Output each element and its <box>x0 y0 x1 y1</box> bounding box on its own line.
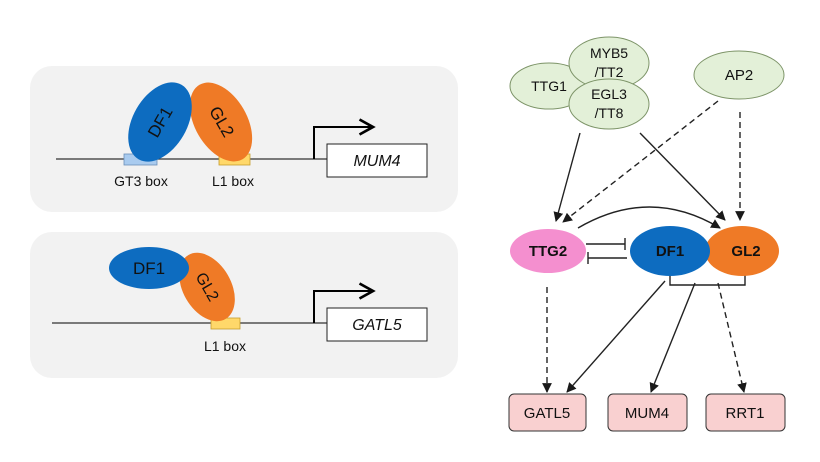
target-gatl5-label: GATL5 <box>524 405 570 422</box>
node-ttg2-label: TTG2 <box>529 243 567 260</box>
bottom-df1-label: DF1 <box>133 259 165 278</box>
top-df1-protein: DF1 <box>128 82 192 162</box>
top-tss-arrow <box>313 118 376 159</box>
edge-df1gl2-mum4 <box>649 282 696 393</box>
node-egl3-line1: EGL3 <box>591 86 627 102</box>
edge-ttg1-ttg2 <box>553 132 581 222</box>
node-df1: DF1 <box>630 226 710 276</box>
node-myb5-line1: MYB5 <box>590 45 628 61</box>
top-panel: GT3 box L1 box GL2 DF1 MUM4 <box>30 66 458 212</box>
node-df1-label: DF1 <box>656 243 684 260</box>
edge-ttg2-gl2-curve <box>577 206 721 229</box>
node-myb5-tt2: MYB5 /TT2 <box>568 36 650 90</box>
node-ttg1-label: TTG1 <box>531 78 567 94</box>
regulatory-network: TTG1 MYB5 /TT2 EGL3 /TT8 AP2 TTG2 GL2 DF… <box>508 36 786 432</box>
top-gl2-protein: GL2 <box>189 82 253 162</box>
gatl5-gene-label: GATL5 <box>352 317 402 334</box>
gatl5-gene-box <box>326 307 428 342</box>
target-mum4-label: MUM4 <box>625 405 669 422</box>
gt3-box-label: GT3 box <box>114 173 168 189</box>
node-gl2-label: GL2 <box>731 243 760 260</box>
bottom-l1-box-label: L1 box <box>204 338 246 354</box>
mum4-gene-label: MUM4 <box>353 153 400 170</box>
target-rrt1-label: RRT1 <box>726 405 765 422</box>
edge-complex-gl2 <box>639 132 726 221</box>
edge-df1gl2-gatl5 <box>566 280 666 393</box>
edge-gl2-self-repression <box>669 273 746 286</box>
node-ttg2: TTG2 <box>510 229 586 273</box>
mum4-gene-box <box>326 143 428 178</box>
node-egl3-tt8: EGL3 /TT8 <box>568 78 650 130</box>
edge-df1gl2-rrt1 <box>717 282 747 393</box>
node-myb5-line2: /TT2 <box>595 64 624 80</box>
target-gatl5: GATL5 <box>508 393 587 432</box>
edge-ap2-ttg2 <box>562 100 719 223</box>
bottom-panel: L1 box GL2 DF1 GATL5 <box>30 232 458 378</box>
bottom-tss-arrow <box>313 282 376 323</box>
node-egl3-line2: /TT8 <box>595 105 624 121</box>
top-l1-box-label: L1 box <box>212 173 254 189</box>
target-rrt1: RRT1 <box>705 393 786 432</box>
bottom-df1-protein: DF1 <box>109 247 189 289</box>
node-ap2: AP2 <box>693 50 785 100</box>
target-mum4: MUM4 <box>607 393 688 432</box>
bottom-gl2-protein: GL2 <box>179 252 235 322</box>
node-ap2-label: AP2 <box>725 67 753 84</box>
node-gl2: GL2 <box>705 226 779 276</box>
bottom-panel-background <box>30 232 458 378</box>
